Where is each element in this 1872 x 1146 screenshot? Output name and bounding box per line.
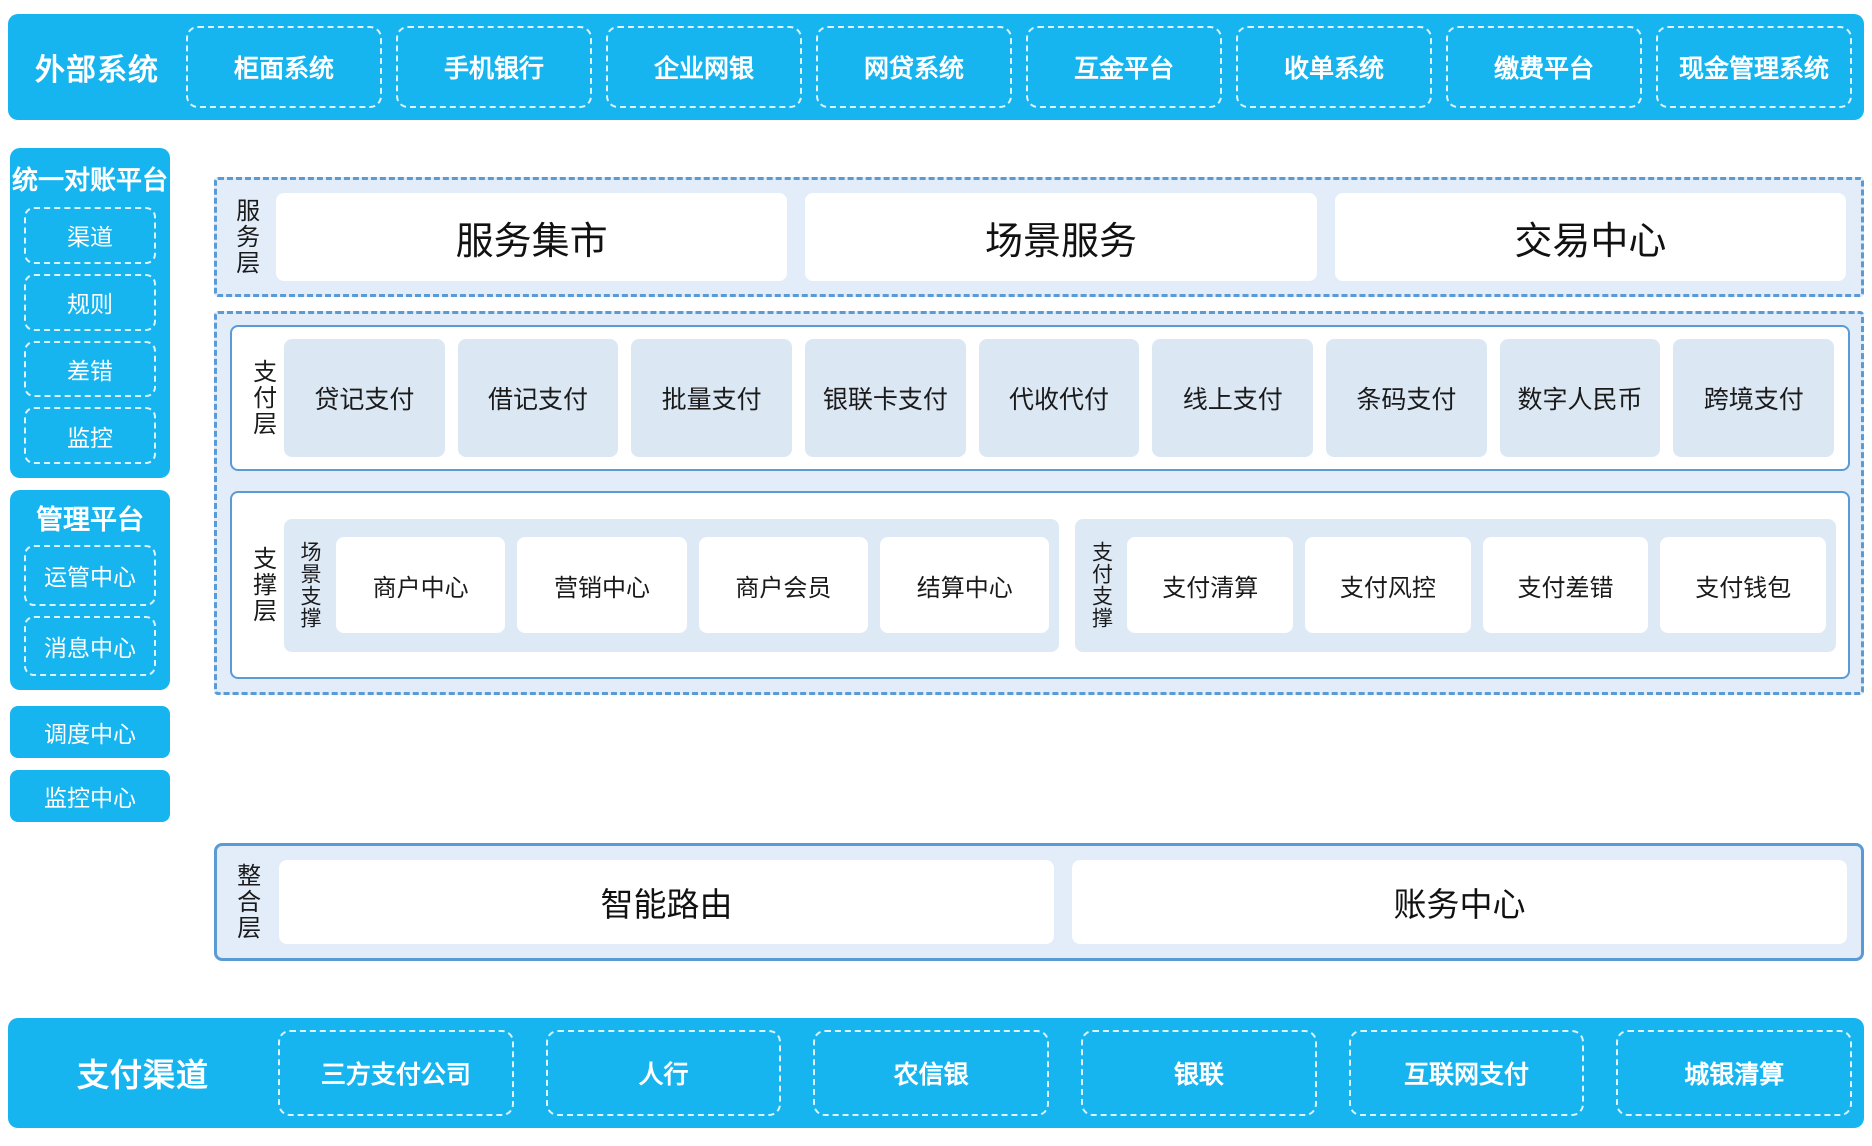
external-system-item[interactable]: 网贷系统 <box>816 26 1012 108</box>
service-card-transaction[interactable]: 交易中心 <box>1334 193 1846 281</box>
management-platform-items: 运管中心 消息中心 <box>10 545 170 690</box>
integration-layer-label: 整合层 <box>232 863 260 941</box>
support-card-marketing-center[interactable]: 营销中心 <box>517 537 687 633</box>
payment-layer-cards: 贷记支付 借记支付 批量支付 银联卡支付 代收代付 线上支付 条码支付 数字人民… <box>284 339 1848 457</box>
management-item-operations-center[interactable]: 运管中心 <box>24 545 156 606</box>
payment-card-batch[interactable]: 批量支付 <box>631 339 793 457</box>
reconciliation-platform-items: 渠道 规则 差错 监控 <box>10 207 170 478</box>
payment-card-barcode[interactable]: 条码支付 <box>1326 339 1487 457</box>
support-group-payment: 支付支撑 支付清算 支付风控 支付差错 支付钱包 <box>1075 518 1836 652</box>
integration-card-accounting-center[interactable]: 账务中心 <box>1072 860 1847 944</box>
integration-card-smart-routing[interactable]: 智能路由 <box>279 860 1054 944</box>
reconciliation-platform-card: 统一对账平台 渠道 规则 差错 监控 <box>10 148 170 478</box>
payment-card-cross-border[interactable]: 跨境支付 <box>1673 339 1835 457</box>
payment-card-digital-rmb[interactable]: 数字人民币 <box>1499 339 1661 457</box>
external-systems-list: 柜面系统 手机银行 企业网银 网贷系统 互金平台 收单系统 缴费平台 现金管理系… <box>186 14 1864 120</box>
management-platform-title: 管理平台 <box>36 505 144 535</box>
external-system-item[interactable]: 收单系统 <box>1236 26 1432 108</box>
support-group-scenario: 场景支撑 商户中心 营销中心 商户会员 结算中心 <box>284 518 1060 652</box>
payment-channels-title: 支付渠道 <box>76 1057 209 1093</box>
payment-channel-item[interactable]: 银联 <box>1081 1030 1317 1116</box>
payment-card-debit[interactable]: 借记支付 <box>457 339 619 457</box>
payment-card-collection[interactable]: 代收代付 <box>978 339 1140 457</box>
reconciliation-item-rule[interactable]: 规则 <box>24 273 156 331</box>
payment-card-online[interactable]: 线上支付 <box>1152 339 1314 457</box>
support-layer-panel: 支撑层 场景支撑 商户中心 营销中心 商户会员 结算中心 支付支撑 支付清算 支… <box>230 491 1850 679</box>
payment-channels-list: 三方支付公司 人行 农信银 银联 互联网支付 城银清算 <box>278 1018 1864 1128</box>
support-card-payment-risk[interactable]: 支付风控 <box>1305 537 1471 633</box>
support-card-payment-error[interactable]: 支付差错 <box>1482 537 1649 633</box>
support-card-payment-clearing[interactable]: 支付清算 <box>1127 537 1294 633</box>
external-system-item[interactable]: 手机银行 <box>396 26 592 108</box>
payment-card-unionpay[interactable]: 银联卡支付 <box>805 339 966 457</box>
support-card-merchant-center[interactable]: 商户中心 <box>336 537 506 633</box>
external-systems-bar: 外部系统 柜面系统 手机银行 企业网银 网贷系统 互金平台 收单系统 缴费平台 … <box>8 14 1864 120</box>
integration-layer-cards: 智能路由 账务中心 <box>279 860 1861 944</box>
payment-channel-item[interactable]: 三方支付公司 <box>278 1030 514 1116</box>
management-item-message-center[interactable]: 消息中心 <box>24 615 156 676</box>
payment-card-credit[interactable]: 贷记支付 <box>284 339 445 457</box>
support-card-merchant-member[interactable]: 商户会员 <box>698 537 869 633</box>
external-system-item[interactable]: 柜面系统 <box>186 26 382 108</box>
reconciliation-platform-title: 统一对账平台 <box>11 165 168 195</box>
external-system-item[interactable]: 缴费平台 <box>1446 26 1642 108</box>
external-system-item[interactable]: 企业网银 <box>606 26 802 108</box>
support-card-settlement-center[interactable]: 结算中心 <box>880 537 1050 633</box>
support-layer-label: 支撑层 <box>248 546 276 624</box>
external-systems-title: 外部系统 <box>35 54 159 87</box>
integration-layer-panel: 整合层 智能路由 账务中心 <box>214 843 1864 961</box>
external-system-item[interactable]: 现金管理系统 <box>1656 26 1852 108</box>
payment-channel-item[interactable]: 人行 <box>545 1030 782 1116</box>
reconciliation-item-error[interactable]: 差错 <box>24 340 156 398</box>
payment-layer-label: 支付层 <box>248 359 276 437</box>
reconciliation-item-channel[interactable]: 渠道 <box>24 207 156 264</box>
service-layer-row: 服务层 服务集市 场景服务 交易中心 <box>222 185 1856 289</box>
reconciliation-item-monitor[interactable]: 监控 <box>24 407 156 464</box>
external-system-item[interactable]: 互金平台 <box>1026 26 1222 108</box>
support-card-payment-wallet[interactable]: 支付钱包 <box>1660 537 1827 633</box>
support-group-scenario-label: 场景支撑 <box>298 541 322 629</box>
monitoring-center-card[interactable]: 监控中心 <box>10 770 170 822</box>
service-layer-label: 服务层 <box>231 198 259 276</box>
scheduling-center-card[interactable]: 调度中心 <box>10 706 170 758</box>
payment-channel-item[interactable]: 城银清算 <box>1616 1030 1853 1116</box>
management-platform-card: 管理平台 运管中心 消息中心 <box>10 490 170 690</box>
service-card-market[interactable]: 服务集市 <box>276 193 788 281</box>
payment-channel-item[interactable]: 农信银 <box>813 1030 1050 1116</box>
payment-layer-panel: 支付层 贷记支付 借记支付 批量支付 银联卡支付 代收代付 线上支付 条码支付 … <box>230 325 1850 471</box>
payment-channels-bar: 支付渠道 三方支付公司 人行 农信银 银联 互联网支付 城银清算 <box>8 1018 1864 1128</box>
payment-channel-item[interactable]: 互联网支付 <box>1348 1030 1585 1116</box>
service-layer-cards: 服务集市 场景服务 交易中心 <box>276 193 1846 281</box>
support-group-payment-label: 支付支撑 <box>1089 541 1113 629</box>
service-card-scenario[interactable]: 场景服务 <box>805 193 1317 281</box>
support-layer-groups: 场景支撑 商户中心 营销中心 商户会员 结算中心 支付支撑 支付清算 支付风控 … <box>284 518 1848 652</box>
